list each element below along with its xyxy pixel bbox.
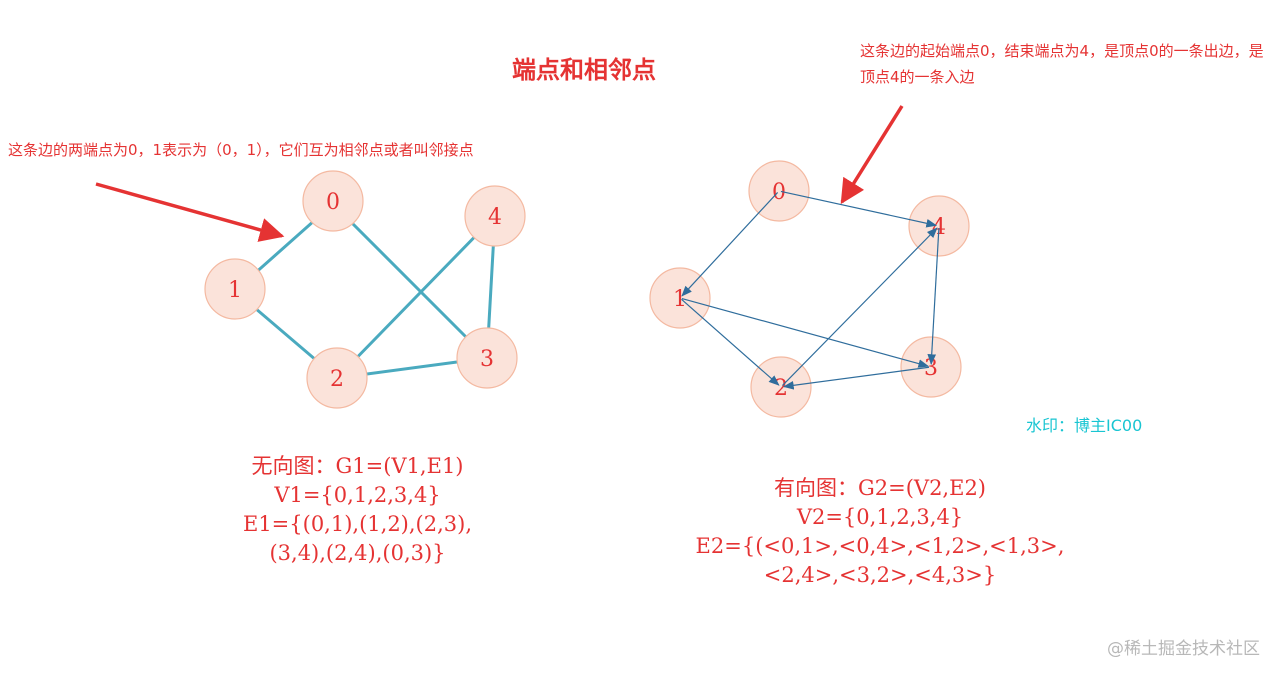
directed-graph-caption: 有向图：G2=(V2,E2) V2={0,1,2,3,4} E2={(<0,1>… <box>640 474 1120 590</box>
undirected-node-2-circle <box>306 347 368 409</box>
undirected-graph-caption: 无向图：G1=(V1,E1) V1={0,1,2,3,4} E1={(0,1),… <box>180 452 535 568</box>
undirected-node-0-label: 0 <box>326 190 340 215</box>
directed-node-0-circle <box>748 160 810 222</box>
directed-node-1-circle <box>649 267 711 329</box>
undirected-node-3-label: 3 <box>480 347 494 372</box>
directed-edge-annotation: 这条边的起始端点0，结束端点为4，是顶点0的一条出边，是顶点4的一条入边 <box>860 42 1264 86</box>
directed-edge-1-2 <box>681 298 780 386</box>
undirected-edge-2-4 <box>335 214 497 380</box>
caption-line-2: V2={0,1,2,3,4} <box>796 505 964 529</box>
caption-line-1: 无向图：G1=(V1,E1) <box>251 454 464 478</box>
undirected-edge-annotation: 这条边的两端点为0，1表示为（0，1），它们互为相邻点或者叫邻接点 <box>8 141 474 159</box>
caption-line-4: <2,4>,<3,2>,<4,3>} <box>763 563 997 587</box>
undirected-node-2-label: 2 <box>330 367 344 392</box>
directed-node-3-circle <box>900 336 962 398</box>
directed-edge-0-4 <box>780 190 938 228</box>
undirected-nodes: 0 1 2 3 4 <box>204 170 526 409</box>
pointer-arrow-directed <box>840 105 904 205</box>
undirected-node-4-circle <box>464 185 526 247</box>
directed-edges <box>681 190 940 390</box>
undirected-edge-0-3 <box>331 202 489 360</box>
caption-line-2: V1={0,1,2,3,4} <box>274 483 441 507</box>
diagram-title: 端点和相邻点 <box>512 56 656 84</box>
directed-edge-0-1 <box>681 192 779 297</box>
undirected-node-1-label: 1 <box>228 278 242 303</box>
undirected-node-0-circle <box>302 170 364 232</box>
caption-line-3: E1={(0,1),(1,2),(2,3), <box>242 512 473 536</box>
watermark-text: 水印：博主IC00 <box>1026 416 1143 435</box>
directed-node-0-label: 0 <box>772 180 786 205</box>
caption-line-3: E2={(<0,1>,<0,4>,<1,2>,<1,3>, <box>695 534 1065 558</box>
caption-line-4: (3,4),(2,4),(0,3)} <box>269 541 446 565</box>
directed-edge-4-3 <box>927 227 940 366</box>
undirected-edges <box>233 202 497 380</box>
undirected-node-3-circle <box>456 327 518 389</box>
corner-watermark: @稀土掘金技术社区 <box>1107 639 1260 659</box>
directed-edge-1-3 <box>681 297 930 368</box>
pointer-arrow-undirected <box>95 182 285 242</box>
directed-node-2-label: 2 <box>774 376 788 401</box>
directed-edge-2-4 <box>781 227 938 386</box>
undirected-node-1-circle <box>204 258 266 320</box>
caption-line-1: 有向图：G2=(V2,E2) <box>773 476 986 500</box>
directed-edge-3-2 <box>782 366 930 390</box>
undirected-node-4-label: 4 <box>488 205 502 230</box>
